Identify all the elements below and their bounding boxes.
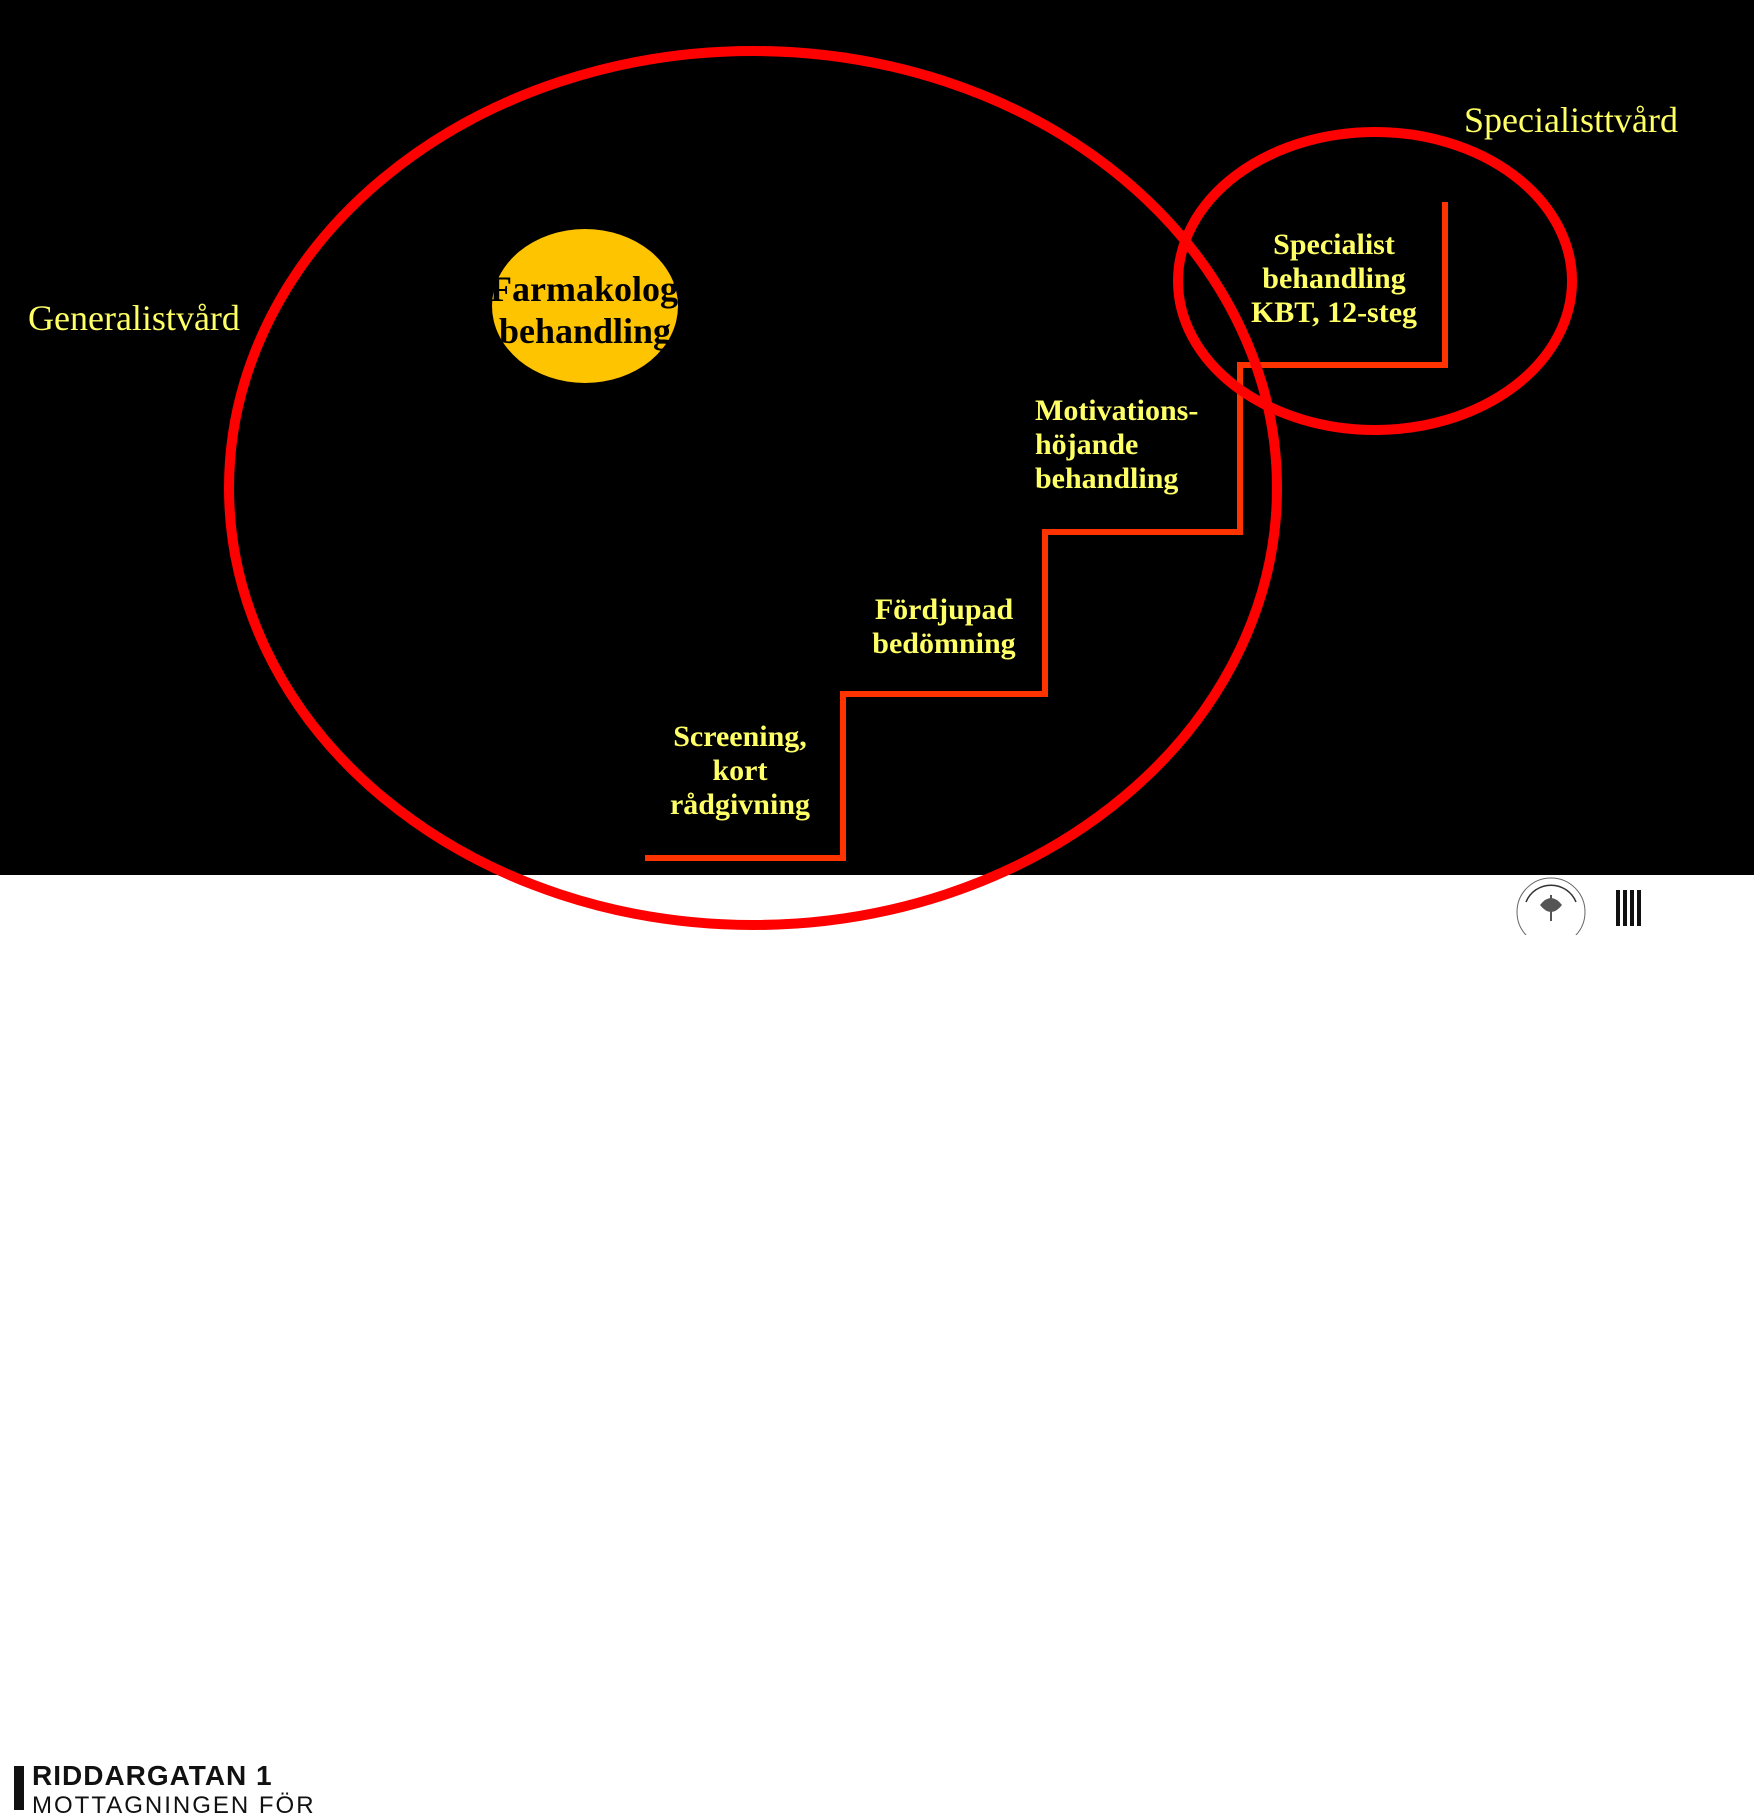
footer-bar: RIDDARGATAN 1 MOTTAGNINGEN FÖR (0, 875, 1754, 1818)
generalist-label: Generalistvård (28, 298, 240, 338)
step-label-screening: Screening, kort rådgivning (669, 720, 811, 821)
logo-subtitle: MOTTAGNINGEN FÖR (32, 1792, 316, 1819)
logo-bar-mark (14, 1766, 24, 1810)
specialist-region-label: Specialisttvård (1464, 100, 1678, 140)
logo-title: RIDDARGATAN 1 (32, 1760, 273, 1791)
step-label-motivation: Motivations- höjande behandling (1035, 394, 1199, 495)
step-label-specialist: Specialist behandling KBT, 12-steg (1250, 228, 1418, 329)
pharma-label: Farmakologisk behandling (490, 269, 723, 351)
step-label-fordjupad: Fördjupad bedömning (872, 593, 1016, 660)
